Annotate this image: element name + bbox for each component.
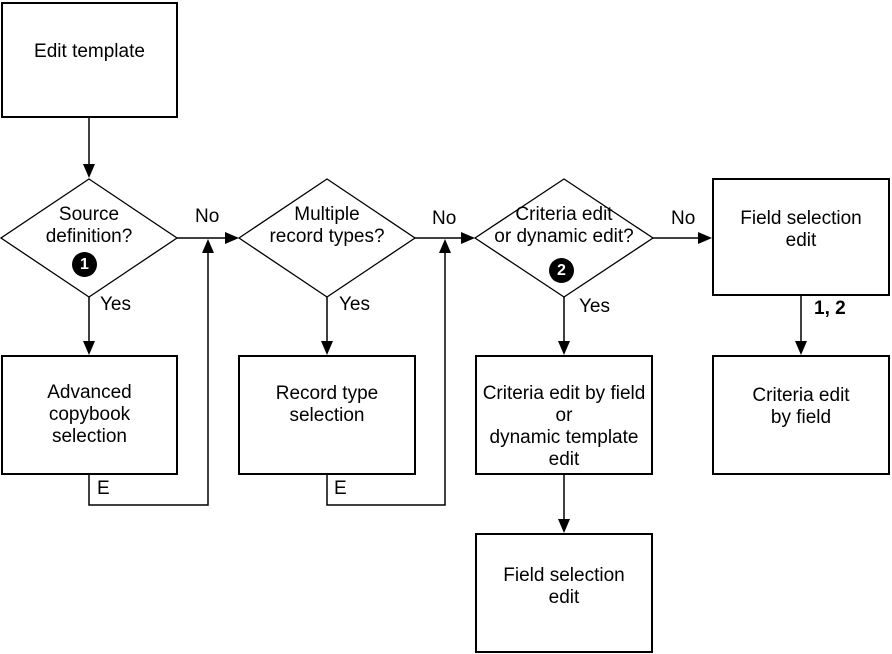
edge-label-no-2: No [432, 208, 457, 229]
node-criteria-edit-by-field-or-dynamic: Criteria edit by field or dynamic templa… [475, 355, 653, 475]
arrowhead-right-icon [698, 232, 712, 244]
edge-label-e-1: E [97, 478, 110, 499]
arrowhead-down-icon [558, 519, 570, 533]
node-advanced-copybook-selection: Advanced copybook selection [1, 355, 178, 475]
decision-multiple-record-types [237, 178, 417, 298]
edge-label-e-2: E [334, 478, 347, 499]
arrowhead-down-icon [795, 341, 807, 355]
arrowhead-down-icon [558, 341, 570, 355]
node-field-selection-edit-top: Field selection edit [712, 178, 890, 296]
decision-source-definition [0, 178, 179, 298]
arrowhead-right-icon [461, 232, 475, 244]
edge-label-no-1: No [195, 206, 220, 227]
edge-label-yes-2: Yes [339, 294, 370, 315]
edge-label-one-two: 1, 2 [814, 298, 846, 319]
edge-label-no-3: No [671, 208, 696, 229]
node-field-selection-edit-bottom: Field selection edit [475, 533, 653, 653]
arrowhead-down-icon [83, 164, 95, 178]
arrowhead-down-icon [321, 341, 333, 355]
edge-label-yes-3: Yes [579, 296, 610, 317]
node-edit-template: Edit template [1, 2, 178, 118]
edge-label-yes-1: Yes [100, 294, 131, 315]
edge-e-feedback-1 [88, 251, 209, 506]
badge-1-icon: 1 [72, 252, 97, 277]
arrowhead-down-icon [83, 341, 95, 355]
node-record-type-selection: Record type selection [238, 355, 416, 475]
edge-e-feedback-2 [326, 251, 446, 506]
arrowhead-right-icon [225, 232, 239, 244]
arrowhead-up-icon [439, 239, 451, 253]
arrowhead-up-icon [202, 239, 214, 253]
badge-2-icon: 2 [549, 258, 574, 283]
node-criteria-edit-by-field: Criteria edit by field [712, 355, 890, 475]
